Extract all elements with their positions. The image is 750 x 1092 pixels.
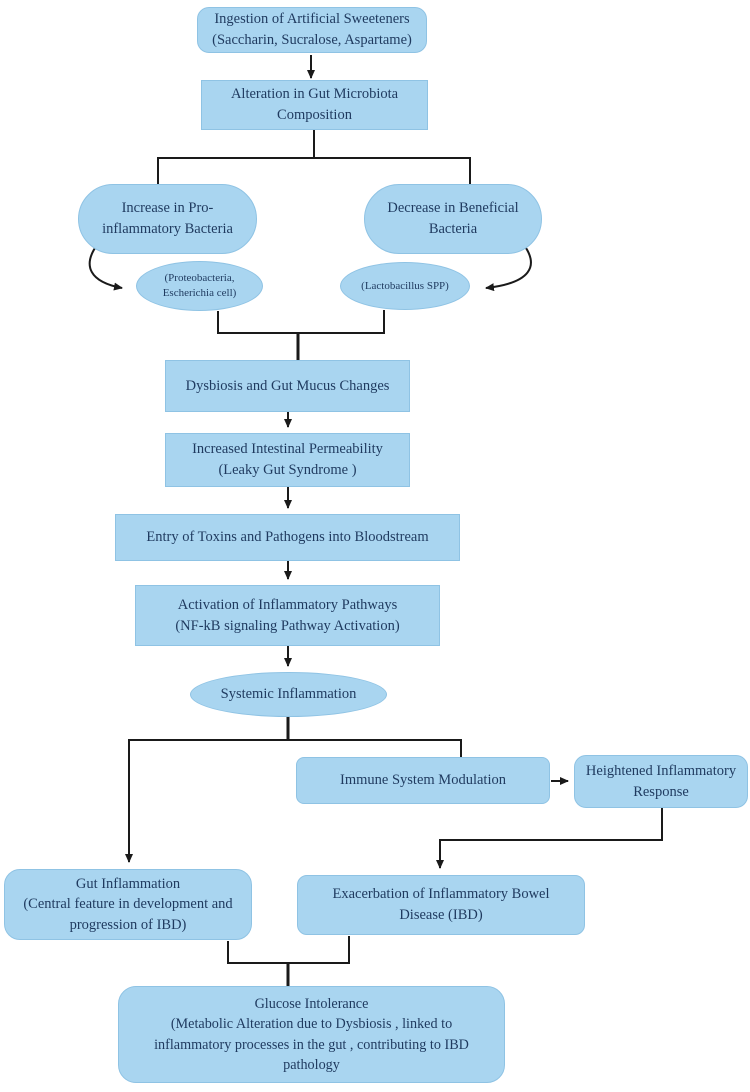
connector-alteration-split [157, 130, 471, 184]
node-increased-intestinal-permeability: Increased Intestinal Permeability (Leaky… [165, 433, 410, 487]
node-exacerbation-ibd: Exacerbation of Inflammatory Bowel Disea… [297, 875, 585, 935]
node-gut-inflammation: Gut Inflammation (Central feature in dev… [4, 869, 252, 940]
node-alteration-gut-microbiota: Alteration in Gut Microbiota Composition [201, 80, 428, 130]
node-inflammatory-pathways-activation: Activation of Inflammatory Pathways (NF-… [135, 585, 440, 646]
node-immune-system-modulation: Immune System Modulation [296, 757, 550, 804]
node-glucose-intolerance: Glucose Intolerance (Metabolic Alteratio… [118, 986, 505, 1083]
connector-heightened-exacerbation [436, 808, 663, 869]
connector-increase-proteobacteria [88, 244, 123, 291]
node-heightened-inflammatory-response: Heightened Inflammatory Response [574, 755, 748, 808]
node-systemic-inflammation: Systemic Inflammation [190, 672, 387, 717]
connector-bubbles-merge [217, 310, 385, 334]
node-dysbiosis-gut-mucus: Dysbiosis and Gut Mucus Changes [165, 360, 410, 412]
node-lactobacillus-spp: (Lactobacillus SPP) [340, 262, 470, 310]
node-decrease-beneficial-bacteria: Decrease in Beneficial Bacteria [364, 184, 542, 254]
node-ingestion-artificial-sweeteners: Ingestion of Artificial Sweeteners (Sacc… [197, 7, 427, 53]
node-toxins-pathogens-bloodstream: Entry of Toxins and Pathogens into Blood… [115, 514, 460, 561]
connector-systemic-split [128, 739, 462, 757]
connector-decrease-lactobacillus [485, 244, 532, 292]
node-proteobacteria-escherichia: (Proteobacteria, Escherichia cell) [136, 261, 263, 311]
connector-bottom-merge [227, 936, 350, 964]
node-increase-proinflammatory-bacteria: Increase in Pro- inflammatory Bacteria [78, 184, 257, 254]
